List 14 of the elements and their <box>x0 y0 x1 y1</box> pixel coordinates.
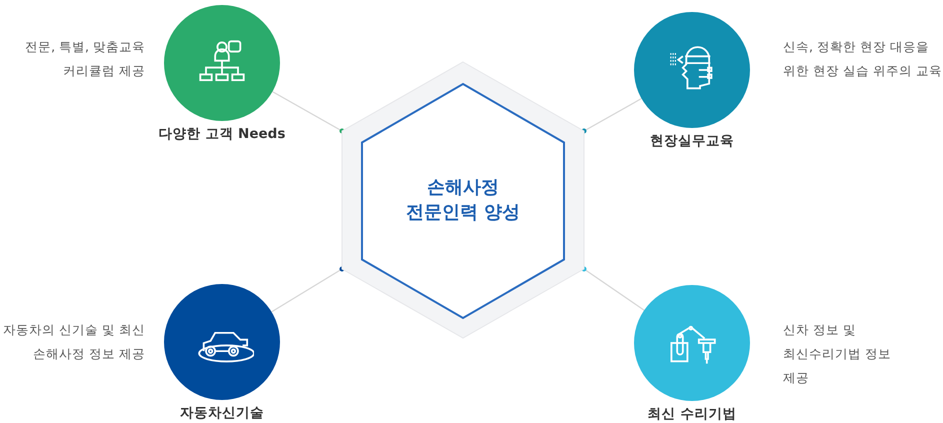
hexagon-title: 손해사정 전문인력 양성 <box>404 176 522 225</box>
description-text: 신차 정보 및 최신수리기법 정보 제공 <box>783 321 892 387</box>
connector-line <box>582 98 642 134</box>
node-title: 자동차신기술 <box>180 404 264 422</box>
description-text: 자동차의 신기술 및 최신 손해사정 정보 제공 <box>2 321 145 363</box>
hexagon <box>340 60 586 340</box>
connector-line <box>271 266 344 312</box>
node-title: 최신 수리기법 <box>648 405 736 423</box>
connector-line <box>272 91 344 134</box>
description-text: 전문, 특별, 맞춤교육 커리큘럼 제공 <box>24 38 145 80</box>
description-text: 신속, 정확한 현장 대응을 위한 현장 실습 위주의 교육 <box>783 38 943 80</box>
connector-line <box>582 266 644 311</box>
node-title: 다양한 고객 Needs <box>158 125 286 143</box>
node-title: 현장실무교육 <box>650 132 734 150</box>
